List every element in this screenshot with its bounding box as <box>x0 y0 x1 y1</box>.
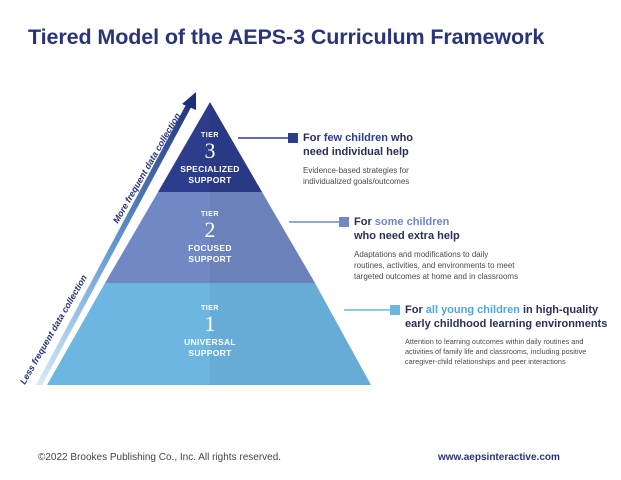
data-collection-arrow <box>36 99 195 385</box>
tier-2-word: TIER <box>201 211 219 218</box>
tier-3-callout-prefix: For <box>303 132 324 144</box>
tier-1-callout-prefix: For <box>405 304 426 316</box>
tier-1-shape <box>47 283 371 385</box>
tier-3-word: TIER <box>201 132 219 139</box>
tier-1-name-line1: UNIVERSAL <box>184 337 236 347</box>
tier-3-label: TIER 3 SPECIALIZED SUPPORT <box>170 132 250 185</box>
arrow-head-icon <box>182 92 196 110</box>
tier-3-desc-line: individualized goals/outcomes <box>303 177 410 187</box>
tier-1-desc-line: caregiver-child relationships and peer i… <box>405 357 566 367</box>
tier-1-callout-line2: early childhood learning environments <box>405 318 608 331</box>
tier-1-callout-heading: For all young children in high-quality e… <box>405 303 618 331</box>
tier-1-callout: For all young children in high-quality e… <box>405 303 618 367</box>
website-url: www.aepsinteractive.com <box>438 452 560 463</box>
tier-1-callout-highlight: all young children <box>425 304 520 316</box>
tier-2-callout-line2: who need extra help <box>354 230 460 243</box>
tier-1-label: TIER 1 UNIVERSAL SUPPORT <box>170 305 250 358</box>
tier-2-callout-heading: For some children who need extra help <box>354 215 518 243</box>
tier-2-shape <box>105 192 315 283</box>
tier-2-callout-prefix: For <box>354 216 375 228</box>
tier-3-callout-line2: need individual help <box>303 146 409 159</box>
tier-1-callout-suffix: in high-quality <box>519 304 599 316</box>
tier-2-callout: For some children who need extra help Ad… <box>354 215 518 282</box>
tier-2-callout-highlight: some children <box>374 216 450 228</box>
tier-3-callout-description: Evidence-based strategies for individual… <box>303 165 413 187</box>
tier-3-callout-highlight: few children <box>323 132 388 144</box>
tier-2-name-line1: FOCUSED <box>188 243 232 253</box>
tier-2-shade <box>210 192 315 283</box>
tier-3-desc-line: Evidence-based strategies for <box>303 166 409 176</box>
tier-3-callout-suffix: who <box>387 132 414 144</box>
tier-1-name-line2: SUPPORT <box>188 347 232 358</box>
tier-3-number: 3 <box>204 138 216 163</box>
tier-3-name-line2: SUPPORT <box>188 174 232 185</box>
tier-2-callout-description: Adaptations and modifications to daily r… <box>354 249 518 282</box>
tier-3-shape <box>158 102 262 192</box>
copyright-notice: ©2022 Brookes Publishing Co., Inc. All r… <box>38 452 282 463</box>
tier-1-desc-line: Attention to learning outcomes within da… <box>405 337 584 347</box>
tier-3-callout-heading: For few children who need individual hel… <box>303 131 413 159</box>
tier-3-name-line1: SPECIALIZED <box>180 164 240 174</box>
page-title: Tiered Model of the AEPS-3 Curriculum Fr… <box>28 25 545 49</box>
tier-2-desc-line: routines, activities, and environments t… <box>354 261 515 271</box>
tier-1-desc-line: activities of family life and classrooms… <box>405 347 587 357</box>
tier-1-word: TIER <box>201 305 219 312</box>
tier-2-label: TIER 2 FOCUSED SUPPORT <box>170 211 250 264</box>
tier-1-number: 1 <box>204 311 216 336</box>
tier-3-shade <box>210 102 262 192</box>
tier-2-number: 2 <box>204 217 216 242</box>
tier-2-marker <box>339 217 349 227</box>
tier-1-marker <box>390 305 400 315</box>
tier-2-desc-line: targeted outcomes at home and in classro… <box>354 272 519 282</box>
tier-1-callout-description: Attention to learning outcomes within da… <box>405 337 618 367</box>
tier-2-name-line2: SUPPORT <box>188 253 232 264</box>
tier-1-shade <box>210 283 371 385</box>
tier-2-desc-line: Adaptations and modifications to daily <box>354 250 489 260</box>
tier-3-callout: For few children who need individual hel… <box>303 131 413 187</box>
tier-3-marker <box>288 133 298 143</box>
